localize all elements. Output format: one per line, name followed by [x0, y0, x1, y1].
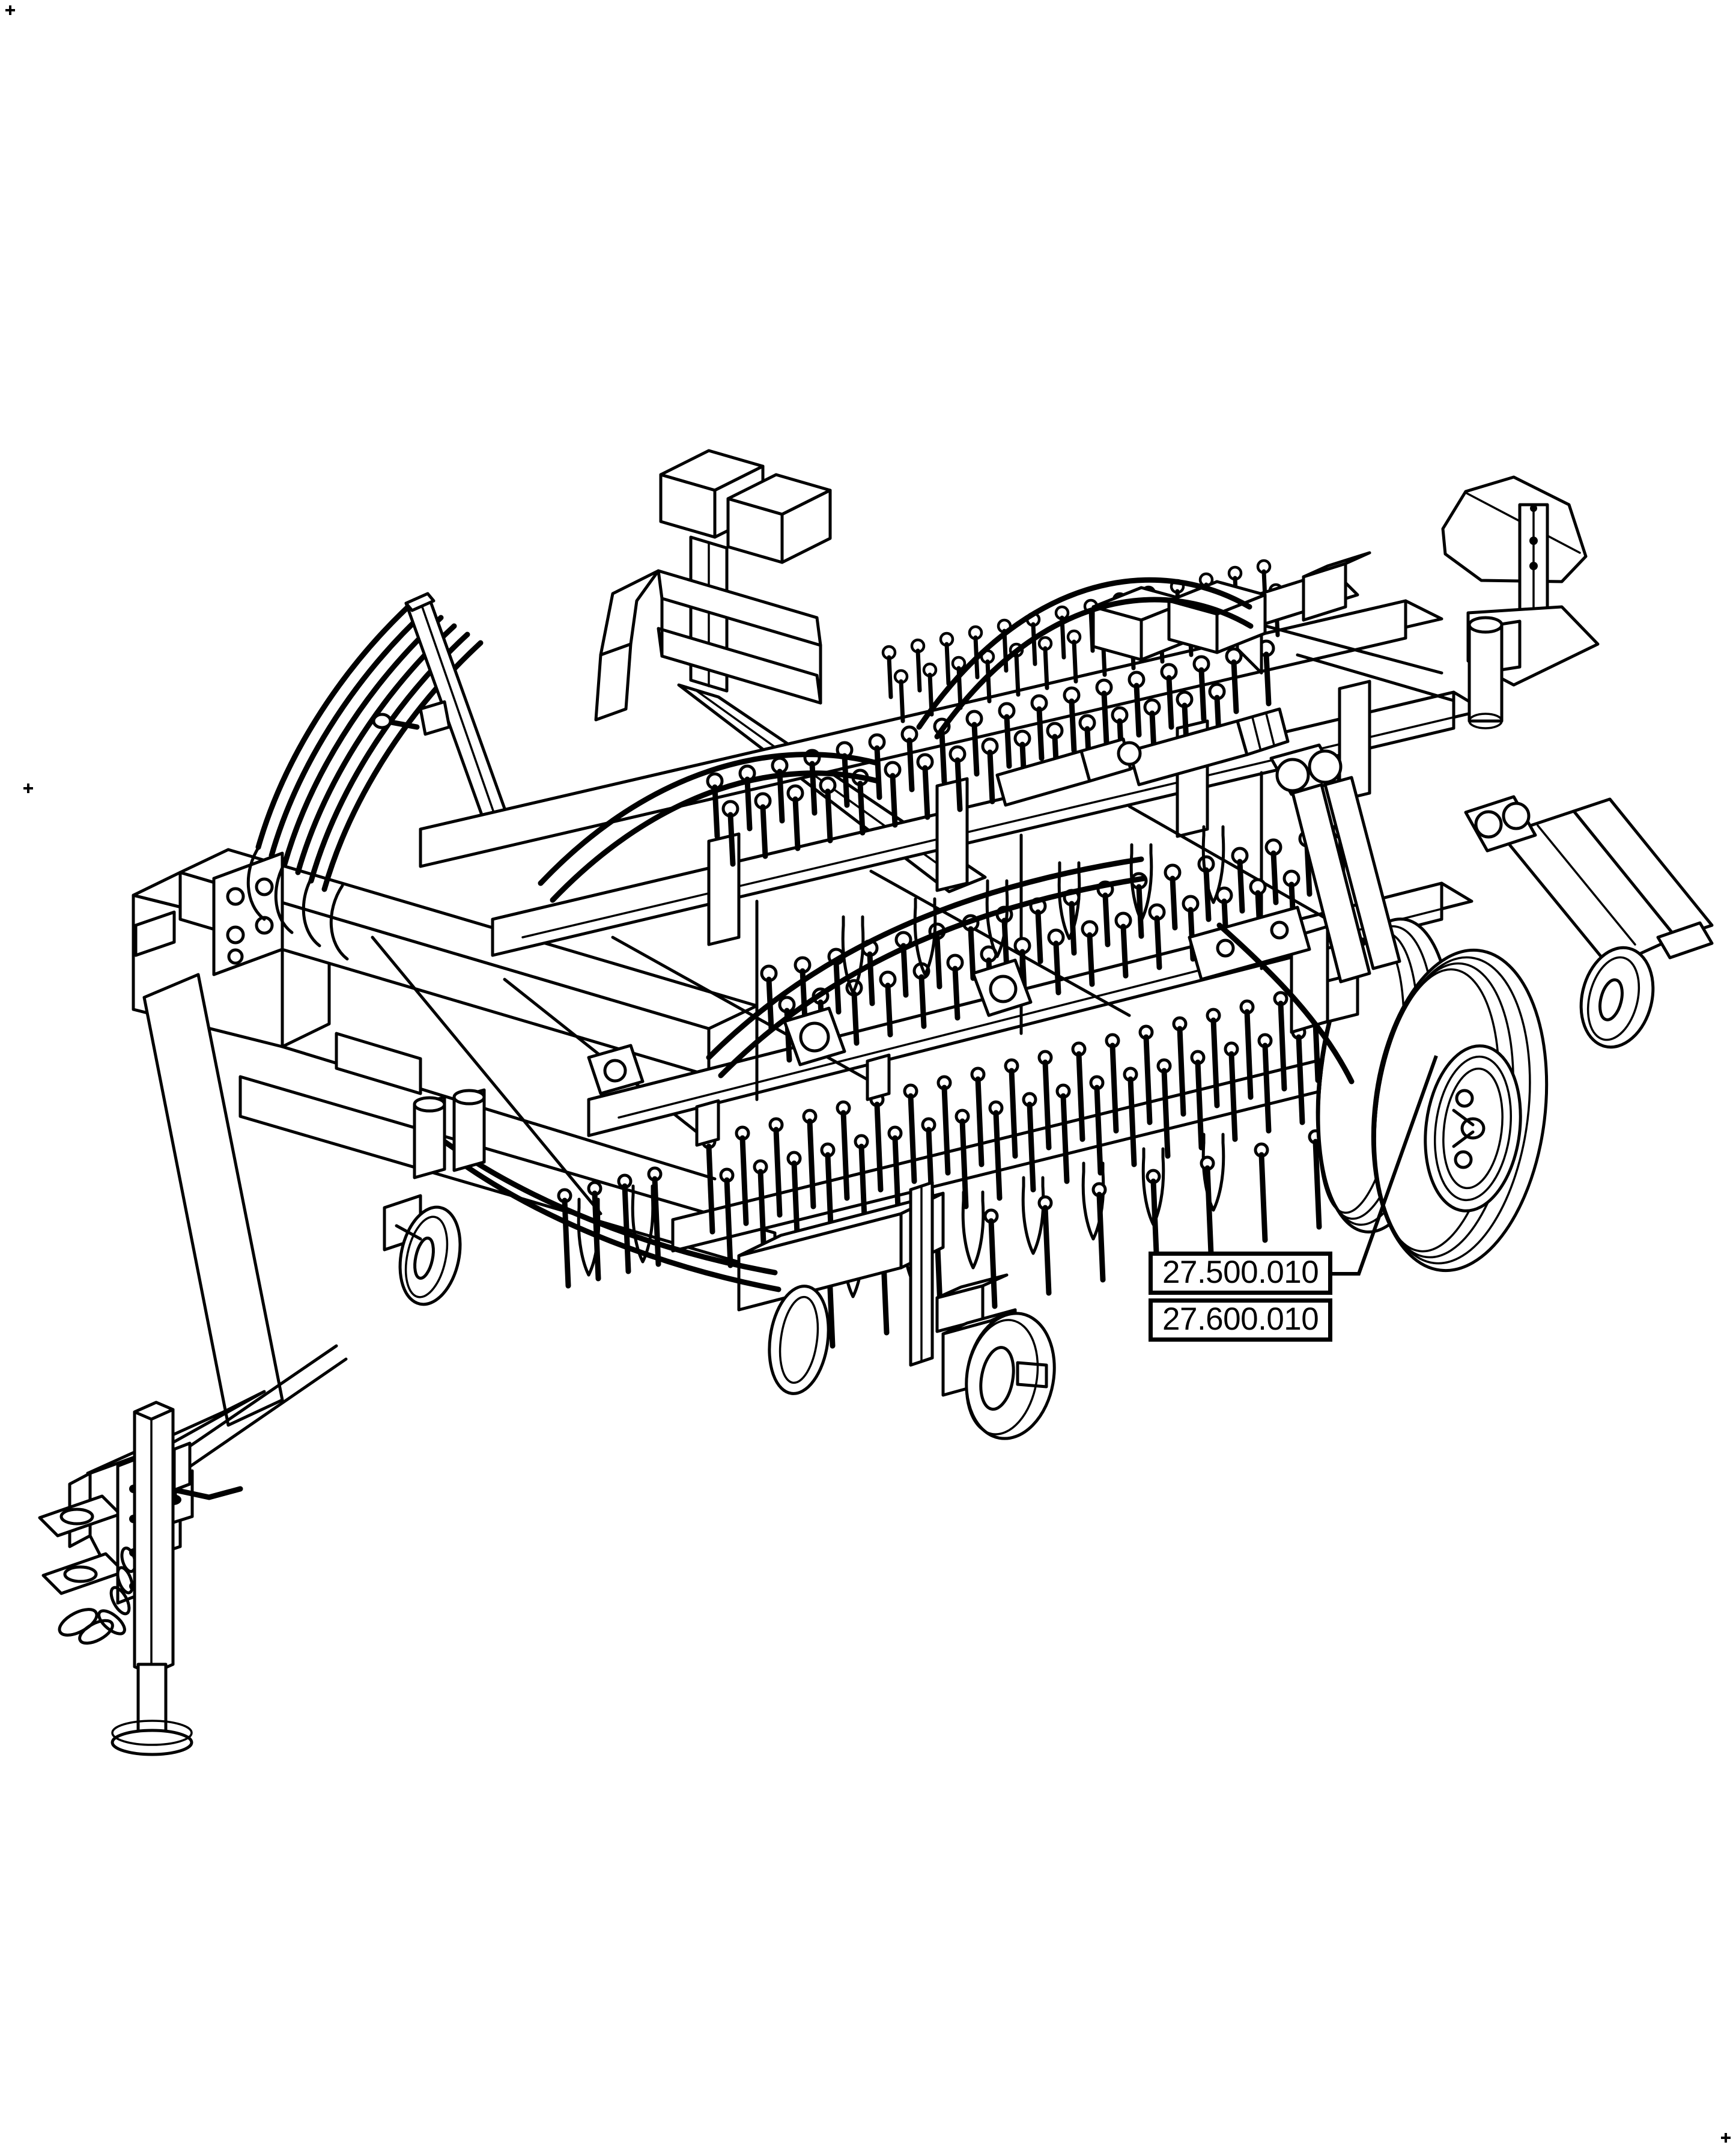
rear-frame-right [1091, 551, 1455, 702]
callout-upper[interactable]: 27.500.010 [1149, 1252, 1333, 1295]
part-number-callout-group: 27.500.010 27.600.010 [1149, 1252, 1333, 1342]
callout-lower[interactable]: 27.600.010 [1149, 1298, 1333, 1342]
registration-mark-bottom-right [1721, 2133, 1731, 2143]
frame-left-front [132, 848, 777, 1427]
hydraulic-hoses-arc [442, 577, 1355, 1292]
callout-leader-line [1322, 1055, 1438, 1276]
gauge-wheel-left [768, 1285, 830, 1395]
part-number-upper: 27.500.010 [1162, 1254, 1319, 1290]
marker-flag-plate [1441, 475, 1600, 729]
drawbar-hitch-group [38, 1344, 348, 1756]
registration-mark-left-mid [23, 783, 33, 793]
part-number-lower: 27.600.010 [1162, 1301, 1319, 1337]
wing-fold-arm-right [1441, 475, 1714, 1049]
wheel-lift-linkage [1127, 707, 1401, 984]
transport-wheel-dual [1290, 917, 1549, 1273]
top-frame-boxes [594, 449, 987, 893]
depth-adjust-crank [372, 592, 517, 850]
registration-mark-top-left [5, 5, 15, 15]
misc-brackets [413, 737, 1142, 1179]
parking-jack-stand [111, 1401, 243, 1756]
castor-wheel-left [383, 1194, 462, 1306]
gauge-wheel [965, 1312, 1056, 1440]
rear-cross-beam [737, 1181, 1056, 1440]
